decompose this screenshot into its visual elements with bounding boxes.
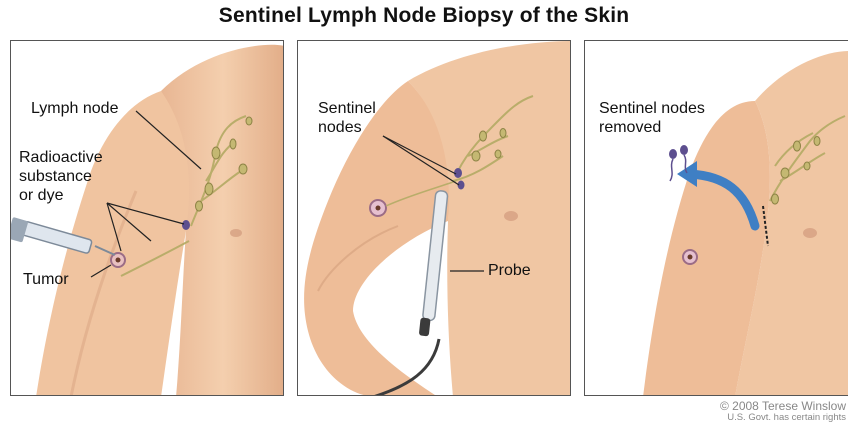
panel-probe: Sentinel nodes Probe: [297, 40, 571, 396]
label-lymph-node: Lymph node: [31, 99, 118, 118]
label-or-dye: or dye: [19, 186, 63, 205]
label-probe: Probe: [488, 261, 531, 280]
label-radioactive: Radioactive: [19, 148, 103, 167]
label-tumor: Tumor: [23, 270, 69, 289]
copyright-credit: © 2008 Terese Winslow U.S. Govt. has cer…: [720, 401, 846, 423]
injection-illustration: [11, 41, 284, 396]
label-substance: substance: [19, 167, 92, 186]
label-nodes: nodes: [318, 118, 362, 137]
figure-title: Sentinel Lymph Node Biopsy of the Skin: [0, 4, 848, 28]
label-removed: removed: [599, 118, 661, 137]
credit-line-2: U.S. Govt. has certain rights: [720, 412, 846, 423]
panel-injection: Lymph node Radioactive substance or dye …: [10, 40, 284, 396]
label-sentinel-nodes: Sentinel nodes: [599, 99, 705, 118]
credit-line-1: © 2008 Terese Winslow: [720, 399, 846, 413]
sentinel-node-mark: [182, 220, 190, 230]
panel-removed: Sentinel nodes removed: [584, 40, 848, 396]
removal-illustration: [585, 41, 848, 396]
label-sentinel: Sentinel: [318, 99, 376, 118]
probe-illustration: [298, 41, 571, 396]
